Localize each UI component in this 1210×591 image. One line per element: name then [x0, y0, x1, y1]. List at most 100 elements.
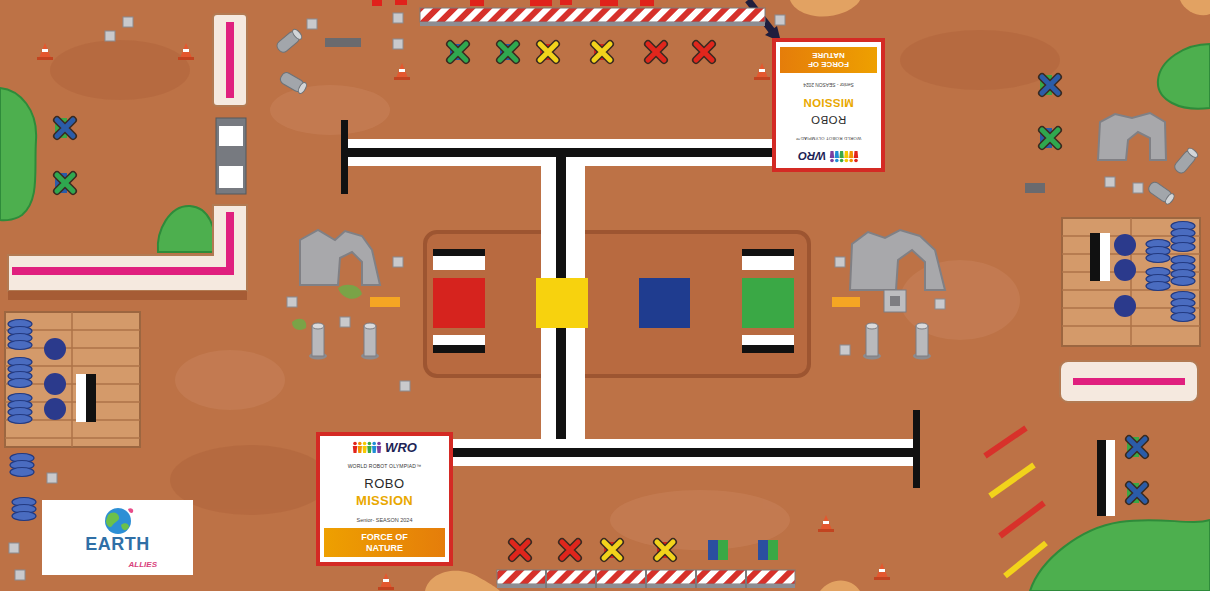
wro-band-slot: FORCE OF NATURE — [324, 528, 445, 557]
x-marks-right-part — [1097, 440, 1106, 516]
color-squares-part — [742, 345, 794, 353]
ruin-left-part — [340, 317, 350, 327]
wro-robo: ROBO — [364, 476, 404, 491]
x-marks-bottom-part — [768, 540, 778, 560]
cones-part — [874, 563, 890, 580]
debris-top — [105, 13, 785, 95]
lane-left-l-part — [8, 291, 247, 300]
lane-left-l — [8, 205, 247, 300]
cones-part — [754, 63, 770, 80]
x-marks-bottom-part — [708, 540, 718, 560]
ruin-top-right-part — [1098, 113, 1166, 160]
x-marks-left-part — [57, 175, 73, 191]
figure-body — [835, 151, 839, 158]
figure-head — [845, 159, 849, 163]
barrier-bottom — [497, 570, 795, 588]
center-zone-part — [425, 232, 809, 376]
pallet-right-part — [1062, 218, 1200, 346]
bridge-part — [219, 126, 243, 146]
barrier-top-part — [420, 22, 765, 26]
pallet-left-part — [8, 415, 32, 424]
wro-band: FORCE OF NATURE — [354, 532, 416, 553]
ruin-right-part — [832, 297, 860, 307]
ground-patches-part — [900, 30, 1060, 90]
color-squares-part — [433, 345, 485, 353]
coils-bottom-left-part — [10, 468, 34, 477]
x-marks-top — [450, 44, 712, 60]
center-zone — [425, 232, 809, 376]
figure-head — [353, 442, 357, 446]
ruin-left-part — [300, 230, 380, 285]
ruin-top-right-part — [1173, 147, 1200, 175]
pallet-left-part — [8, 379, 32, 388]
track-lines-part — [913, 410, 920, 488]
lane-left-top-part — [226, 22, 234, 98]
lane-left-l-part — [8, 205, 247, 291]
ruin-top-right-part — [1133, 183, 1143, 193]
x-marks-bottom-part — [718, 540, 728, 560]
wro-sub: WORLD ROBOT OLYMPIAD™ — [348, 463, 422, 469]
x-marks-bottom — [512, 540, 778, 560]
pallet-right-part — [1062, 218, 1200, 346]
color-squares-part — [433, 256, 485, 270]
diagonal-stripes — [985, 428, 1046, 576]
bushes-part — [1158, 44, 1210, 109]
color-squares-part — [639, 278, 690, 328]
pallet-left-part — [44, 338, 66, 360]
wro-sub: WORLD ROBOT OLYMPIAD™ — [796, 136, 861, 141]
ground-patches-part — [50, 40, 190, 100]
wro-robo: ROBO — [811, 114, 847, 126]
ground-patches-part — [170, 445, 330, 515]
debris-top-part — [105, 31, 115, 41]
pallet-left-part — [86, 374, 96, 422]
bridge-part — [216, 118, 246, 194]
cones-part — [818, 515, 834, 532]
pallet-right-part — [1090, 233, 1100, 281]
lane-left-l-part — [12, 212, 230, 271]
diagonal-stripes-part — [985, 428, 1026, 456]
lane-right — [1060, 361, 1198, 402]
debris-top-part — [123, 17, 133, 27]
diagonal-stripes-part — [1005, 543, 1046, 576]
wro-season: Senior- SEASON 2024 — [357, 517, 413, 523]
cones-part — [394, 63, 410, 80]
wro-mission: MISSION — [356, 493, 413, 508]
continents — [106, 513, 129, 531]
track-lines-part — [341, 120, 348, 194]
figure-body — [830, 151, 834, 158]
coils-bottom-left-part — [9, 543, 19, 553]
x-marks-top-part — [648, 44, 664, 60]
x-marks-top-part — [696, 44, 712, 60]
ruin-top-right-part — [1147, 180, 1176, 205]
figure-body — [844, 151, 848, 158]
sand-mounds — [425, 0, 1210, 591]
ruin-left-part — [338, 285, 362, 299]
x-marks-right-part — [1042, 130, 1058, 146]
lane-right-part — [1073, 378, 1185, 385]
logo-card: WROWORLD ROBOT OLYMPIAD™ROBOMISSIONSenio… — [772, 38, 885, 172]
cones — [37, 43, 890, 590]
ruin-top-right — [1025, 113, 1199, 206]
lane-left-top — [213, 14, 247, 106]
pallet-right-part — [1146, 254, 1170, 263]
color-squares — [433, 249, 794, 353]
wro-sub-slot: WORLD ROBOT OLYMPIAD™ — [796, 133, 861, 150]
figure-head — [835, 159, 839, 163]
wro-robo-slot: ROBO — [811, 112, 847, 129]
track-lines-part — [453, 439, 918, 466]
cones-part — [378, 573, 394, 590]
color-squares-part — [742, 249, 794, 256]
x-marks-right-part — [1042, 77, 1058, 93]
cropped-heading-part — [470, 0, 484, 6]
pallet-right-part — [1171, 277, 1195, 286]
x-marks-bottom-part — [758, 540, 768, 560]
debris-top-part — [393, 39, 403, 49]
cropped-heading — [372, 0, 654, 6]
pallet-right-part — [1114, 259, 1136, 281]
ruin-left-part — [361, 323, 379, 360]
x-marks-right-part — [1097, 440, 1115, 516]
wro-people-icon — [829, 150, 859, 163]
figure-body — [377, 446, 381, 453]
pallet-left-part — [44, 398, 66, 420]
